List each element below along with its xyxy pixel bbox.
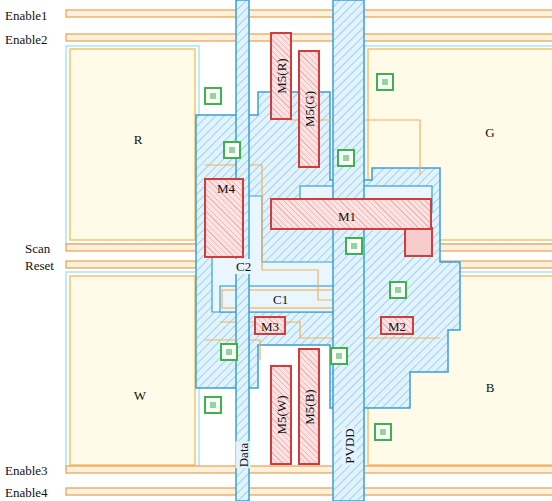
subpixel-name: G [485,125,494,140]
signal-name: Scan [25,241,50,256]
transistor-box: M4 [204,178,244,258]
subpixel-pad: W [70,276,195,465]
transistor-name: M4 [217,181,235,196]
transistor-name: M3 [261,318,279,333]
signal-name: Enable2 [5,32,48,47]
subpixel-pad: R [70,49,195,240]
transistor-name: M5(B) [302,389,317,424]
transistor-name: M5(G) [302,91,317,127]
line-name: PVDD [341,427,356,464]
transistor-box: M3 [254,316,286,335]
signal-name: Enable4 [5,485,48,500]
column-line [236,0,364,501]
subpixel-pad: B [368,276,552,465]
transistor-name: M5(R) [274,58,289,93]
pixel-pad [66,46,552,469]
transistor-box: M5(G) [298,50,320,168]
capacitor-label: C1 [272,292,289,307]
transistor-box: M5(W) [270,365,292,465]
transistor-name: M5(W) [274,396,289,435]
transistor-box: M1 [270,198,432,230]
signal-name: Enable3 [5,463,48,478]
subpixel-name: B [486,380,495,395]
signal-name: Reset [25,258,54,273]
subpixel-name: R [134,132,143,147]
subpixel-name: W [134,388,146,403]
transistor-box: M5(R) [270,32,292,120]
transistor-box: M5(B) [298,348,320,465]
signal-name: Enable1 [5,8,48,23]
line-name: Data [235,442,250,469]
transistor-name: M2 [388,318,406,333]
transistor-box: M2 [380,316,414,335]
bus-line [66,10,552,495]
transistor-outline [405,228,432,256]
capacitor-label: C2 [235,259,252,274]
transistor-name: M1 [338,209,356,224]
